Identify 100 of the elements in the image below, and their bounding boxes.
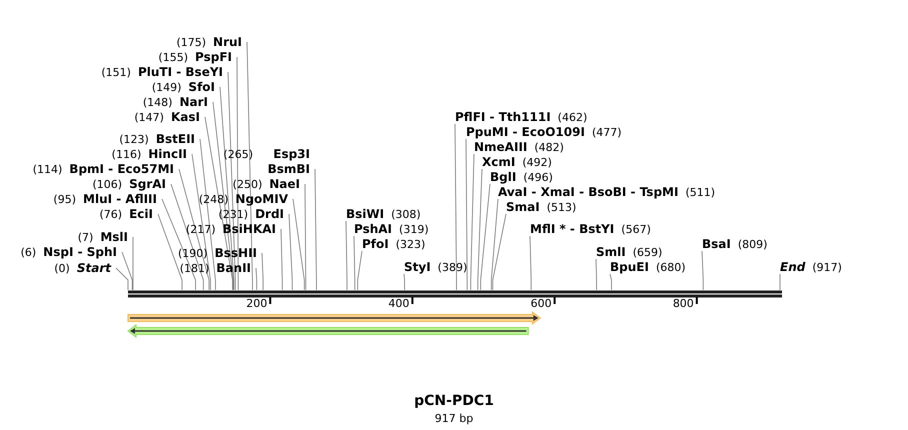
end-marker: Start bbox=[76, 261, 111, 275]
enzyme-name: NgoMIV bbox=[235, 192, 288, 206]
leader-line bbox=[170, 184, 204, 290]
leader-line bbox=[200, 138, 216, 290]
enzyme-name: XcmI bbox=[482, 155, 516, 169]
feature-bar bbox=[127, 324, 529, 338]
position-number: (114) bbox=[32, 163, 62, 176]
leader-line bbox=[610, 274, 612, 290]
enzyme-name: NarI bbox=[179, 95, 208, 109]
enzyme-name: PspFI bbox=[195, 50, 232, 64]
position-number: (151) bbox=[101, 66, 131, 79]
enzyme-name: PfoI bbox=[362, 237, 389, 251]
position-number: (809) bbox=[738, 238, 768, 251]
leader-line bbox=[490, 198, 498, 290]
leader-line bbox=[304, 184, 306, 290]
leader-line bbox=[228, 72, 236, 290]
position-number: (217) bbox=[186, 223, 216, 236]
scale-label: 200 bbox=[246, 297, 268, 311]
position-number: (389) bbox=[438, 261, 468, 274]
position-number: (123) bbox=[119, 133, 149, 146]
position-number: (319) bbox=[399, 223, 429, 236]
position-number: (659) bbox=[632, 246, 662, 259]
enzyme-name: BanII bbox=[216, 261, 251, 275]
end-marker: End bbox=[780, 260, 806, 274]
position-number: (511) bbox=[685, 186, 716, 199]
enzyme-name: MflI * - BstYI bbox=[530, 222, 614, 236]
position-number: (680) bbox=[656, 261, 686, 274]
leader-line bbox=[354, 236, 356, 290]
enzyme-name: BsiWI bbox=[346, 207, 384, 221]
enzyme-name: SmaI bbox=[506, 200, 540, 214]
leader-line bbox=[292, 198, 305, 290]
position-number: (0) bbox=[54, 262, 70, 275]
position-number: (7) bbox=[78, 231, 94, 244]
enzyme-name: SgrAI bbox=[129, 177, 166, 191]
position-number: (155) bbox=[158, 51, 188, 64]
enzyme-name: PluTI - BseYI bbox=[138, 65, 223, 79]
leader-line bbox=[262, 252, 264, 290]
position-number: (148) bbox=[142, 96, 172, 109]
leader-line bbox=[466, 138, 468, 290]
scale-label: 600 bbox=[530, 297, 552, 311]
position-number: (462) bbox=[558, 111, 588, 124]
leader-line bbox=[477, 168, 482, 290]
enzyme-name: BssHII bbox=[214, 246, 257, 260]
enzyme-name: Esp3I BsmBI bbox=[266, 147, 310, 177]
enzyme-name: BpmI - Eco57MI bbox=[69, 162, 174, 176]
leader-line bbox=[220, 86, 234, 290]
enzyme-name: NruI bbox=[213, 35, 242, 49]
enzyme-name: NaeI bbox=[269, 177, 300, 191]
enzyme-name: DrdI bbox=[255, 207, 284, 221]
enzyme-name: BglI bbox=[490, 170, 516, 184]
position-number: (116) bbox=[112, 148, 142, 161]
sequence-length: 917 bp bbox=[434, 412, 474, 425]
position-number: (477) bbox=[592, 126, 622, 139]
leader-line bbox=[404, 274, 405, 290]
leader-line bbox=[246, 42, 253, 290]
position-number: (308) bbox=[391, 208, 421, 221]
leader-line bbox=[480, 184, 490, 290]
leader-line bbox=[116, 268, 128, 290]
enzyme-name: KasI bbox=[170, 110, 200, 124]
position-number: (567) bbox=[621, 223, 651, 236]
enzyme-name: StyI bbox=[404, 260, 431, 274]
leader-line bbox=[288, 214, 293, 290]
enzyme-name: BsiHKAI bbox=[222, 222, 276, 236]
enzyme-name: BstEII bbox=[156, 132, 195, 146]
leader-line bbox=[236, 56, 239, 290]
scale-label: 400 bbox=[388, 297, 410, 311]
leader-line bbox=[212, 102, 234, 290]
position-number: (513) bbox=[546, 201, 576, 214]
leader-line bbox=[132, 236, 134, 290]
position-number: (231) bbox=[218, 208, 248, 221]
leader-line bbox=[122, 252, 133, 290]
leader-line bbox=[702, 250, 704, 290]
position-number: (175) bbox=[176, 36, 206, 49]
position-number: (496) bbox=[523, 171, 553, 184]
leader-line bbox=[346, 220, 348, 290]
position-number: (482) bbox=[534, 141, 564, 154]
leader-line bbox=[470, 154, 474, 290]
enzyme-name: PflFI - Tth111I bbox=[455, 110, 551, 124]
position-number: (181) bbox=[180, 262, 210, 275]
position-number: (95) bbox=[53, 193, 76, 206]
leader-line bbox=[492, 214, 506, 290]
position-number: (323) bbox=[396, 238, 426, 251]
position-number: (190) bbox=[178, 247, 208, 260]
enzyme-name: BsaI bbox=[702, 237, 731, 251]
scale-label: 800 bbox=[672, 297, 694, 311]
enzyme-name: AvaI - XmaI - BsoBI - TspMI bbox=[498, 185, 678, 199]
position-number: (76) bbox=[100, 208, 122, 221]
enzyme-name: EciI bbox=[129, 207, 153, 221]
sequence-bar bbox=[128, 290, 782, 298]
enzyme-name: NspI - SphI bbox=[43, 245, 117, 259]
position-number: (265) bbox=[223, 148, 253, 161]
enzyme-name: MluI - AflIII bbox=[83, 192, 157, 206]
leader-line bbox=[256, 268, 258, 290]
enzyme-name: SfoI bbox=[188, 80, 215, 94]
enzyme-name: BpuEI bbox=[610, 260, 649, 274]
position-number: (248) bbox=[198, 193, 228, 206]
position-number: (917) bbox=[812, 261, 842, 274]
enzyme-name: PshAI bbox=[354, 222, 392, 236]
position-number: (147) bbox=[134, 111, 164, 124]
position-number: (492) bbox=[522, 156, 552, 169]
